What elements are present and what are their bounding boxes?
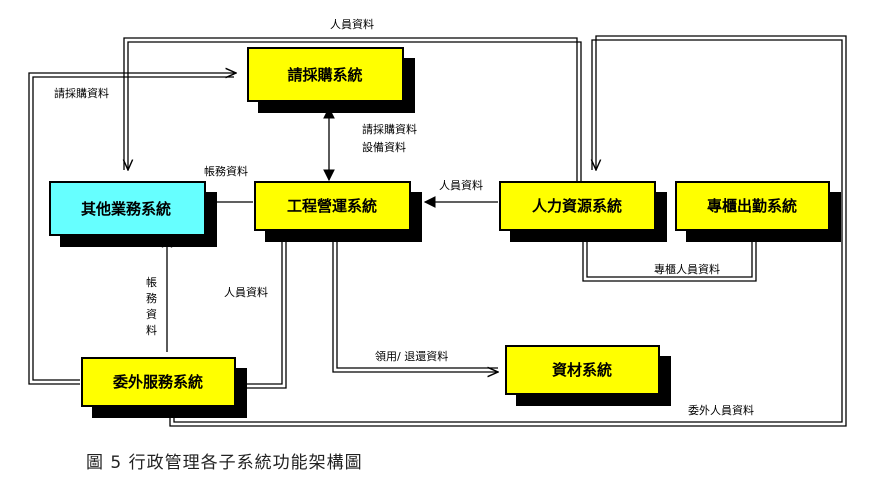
hr-attendance-line: [582, 233, 757, 282]
box-outsource: 委外服務系統: [81, 357, 247, 418]
box-other: 其他業務系統: [49, 181, 217, 247]
label-purchase-data: 請採購資料: [362, 122, 417, 136]
box-engineering-label: 工程營運系統: [287, 197, 377, 215]
label-requisition: 領用/ 退還資料: [375, 349, 448, 363]
outsource-staff-line: [169, 35, 847, 427]
box-attendance-label: 專櫃出勤系統: [707, 197, 797, 215]
label-accounting-v3: 資: [146, 308, 157, 321]
label-outsource-hr: 人員資料: [224, 285, 268, 299]
label-equipment-data: 設備資料: [362, 140, 406, 154]
hr-to-other-line: [123, 37, 578, 181]
box-hr-label: 人力資源系統: [532, 197, 622, 215]
box-purchase-label: 請採購系統: [287, 66, 362, 84]
label-hr-top: 人員資料: [330, 17, 374, 31]
label-accounting-v1: 帳: [146, 275, 157, 289]
label-hr-to-eng: 人員資料: [439, 178, 483, 192]
label-accounting-v2: 務: [146, 291, 157, 305]
box-purchase: 請採購系統: [247, 47, 415, 113]
edge-labels: 人員資料 請採購資料 請採購資料 設備資料 帳務資料 人員資料 帳 務 資 料 …: [54, 17, 754, 417]
outsource-to-eng-line: [235, 231, 282, 385]
box-outsource-label: 委外服務系統: [113, 373, 203, 391]
label-counter-staff: 專櫃人員資料: [654, 262, 720, 276]
box-engineering: 工程營運系統: [254, 181, 422, 242]
box-hr: 人力資源系統: [499, 181, 667, 242]
label-accounting-top: 帳務資料: [204, 164, 248, 178]
label-purchase-left: 請採購資料: [54, 86, 109, 100]
box-other-label: 其他業務系統: [81, 200, 171, 218]
figure-caption: 圖 5 行政管理各子系統功能架構圖: [86, 453, 363, 473]
connectors: [28, 35, 847, 427]
label-accounting-v4: 料: [146, 323, 157, 337]
label-outsource-staff: 委外人員資料: [688, 403, 754, 417]
box-materials: 資材系統: [505, 345, 671, 406]
box-attendance: 專櫃出勤系統: [675, 181, 841, 242]
box-materials-label: 資材系統: [552, 361, 612, 379]
outsource-to-purchase-line: [32, 76, 234, 381]
eng-to-materials-line: [332, 231, 498, 372]
